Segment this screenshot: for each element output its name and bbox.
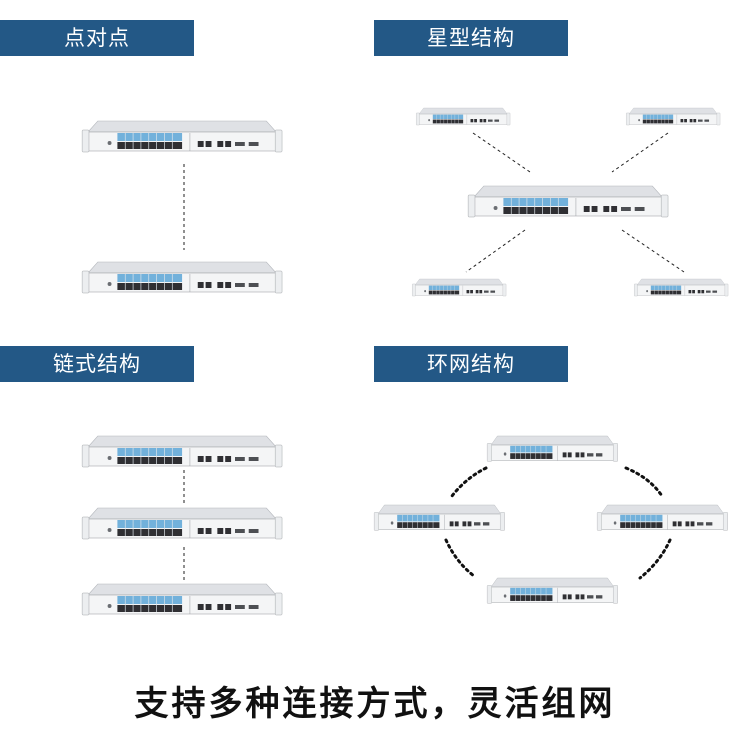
- network-device: [81, 583, 283, 616]
- network-device: [81, 435, 283, 468]
- star-topology-title: 星型结构: [374, 20, 568, 56]
- connection-line: [621, 229, 685, 273]
- network-device: [596, 504, 729, 531]
- chain-topology-group: [81, 435, 283, 616]
- network-device: [625, 107, 721, 126]
- ring-connection-arc: [450, 466, 488, 498]
- network-device: [411, 278, 507, 297]
- ring-connection-arc: [638, 538, 672, 580]
- network-device: [486, 577, 619, 604]
- point-to-point-title: 点对点: [0, 20, 194, 56]
- network-device: [373, 504, 506, 531]
- network-device: [633, 278, 729, 297]
- star-topology-group: [411, 107, 729, 297]
- ring-topology-group: [373, 435, 729, 604]
- connection-line: [465, 229, 526, 273]
- point-to-point-group: [81, 120, 283, 294]
- connection-line: [611, 132, 669, 173]
- chain-topology-title: 链式结构: [0, 346, 194, 382]
- ring-topology-title: 环网结构: [374, 346, 568, 382]
- network-device-center: [467, 185, 669, 218]
- network-device: [81, 261, 283, 294]
- network-device: [415, 107, 511, 126]
- network-device: [81, 120, 283, 153]
- network-device: [486, 435, 619, 462]
- caption: 支持多种连接方式，灵活组网: [134, 684, 616, 724]
- connection-line: [472, 132, 531, 173]
- ring-connection-arc: [624, 466, 664, 498]
- ring-connection-arc: [444, 538, 476, 578]
- network-device: [81, 507, 283, 540]
